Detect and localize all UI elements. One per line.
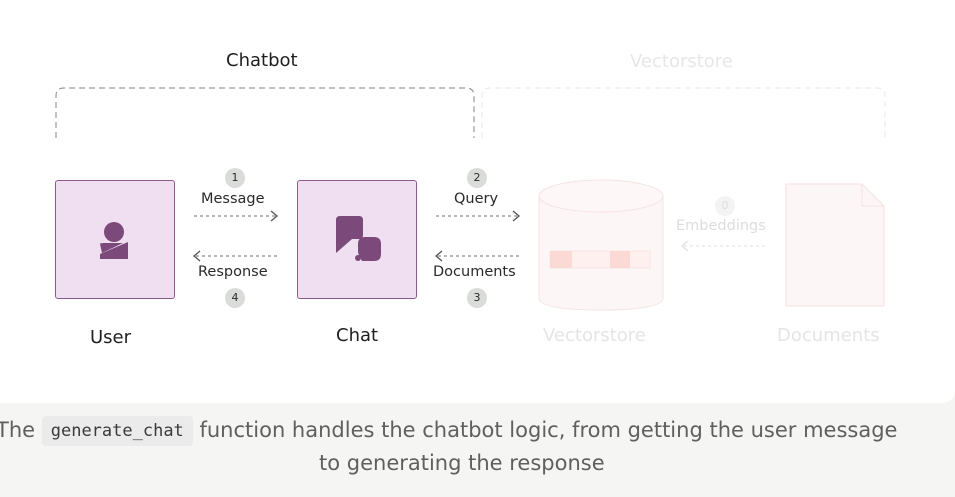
step-badge-message: 1 xyxy=(225,168,245,188)
chatbot-group-title: Chatbot xyxy=(226,50,298,71)
chatbot-group-bracket xyxy=(55,87,475,138)
chat-label: Chat xyxy=(336,325,379,346)
edge-label-documents: Documents xyxy=(433,264,516,280)
edge-label-query: Query xyxy=(454,191,499,207)
vectorstore-group-title: Vectorstore xyxy=(630,51,733,72)
user-label: User xyxy=(90,327,132,348)
step-badge-response: 4 xyxy=(225,288,245,308)
edge-label-response: Response xyxy=(198,264,268,280)
message-arrow xyxy=(194,210,279,222)
user-icon xyxy=(100,222,128,259)
caption-line-1: The generate_chat function handles the c… xyxy=(0,414,897,447)
documents-node xyxy=(785,183,885,307)
step-badge-documents: 3 xyxy=(467,288,487,308)
documents-label: Documents xyxy=(777,325,880,346)
query-arrow xyxy=(436,210,521,222)
documents-arrow xyxy=(434,250,519,262)
diagram-card: Chatbot Vectorstore User Chat Vectorstor… xyxy=(0,0,955,403)
response-arrow xyxy=(192,250,277,262)
vectorstore-group-bracket xyxy=(481,87,886,138)
chat-icon xyxy=(336,216,381,261)
embeddings-arrow xyxy=(680,240,766,252)
chat-node xyxy=(297,180,417,299)
caption-text-after: function handles the chatbot logic, from… xyxy=(192,418,898,442)
caption-line-2: to generating the response xyxy=(319,451,605,475)
code-function-name: generate_chat xyxy=(41,416,193,446)
diagram-lines xyxy=(55,87,886,311)
edge-label-message: Message xyxy=(201,191,265,207)
edge-label-embeddings: Embeddings xyxy=(676,218,766,234)
vectorstore-node xyxy=(538,179,664,311)
vectorstore-label: Vectorstore xyxy=(543,325,646,346)
caption-text-before: The xyxy=(0,418,42,442)
step-badge-query: 2 xyxy=(467,168,487,188)
user-node xyxy=(55,180,175,299)
step-badge-embeddings: 0 xyxy=(715,196,735,216)
